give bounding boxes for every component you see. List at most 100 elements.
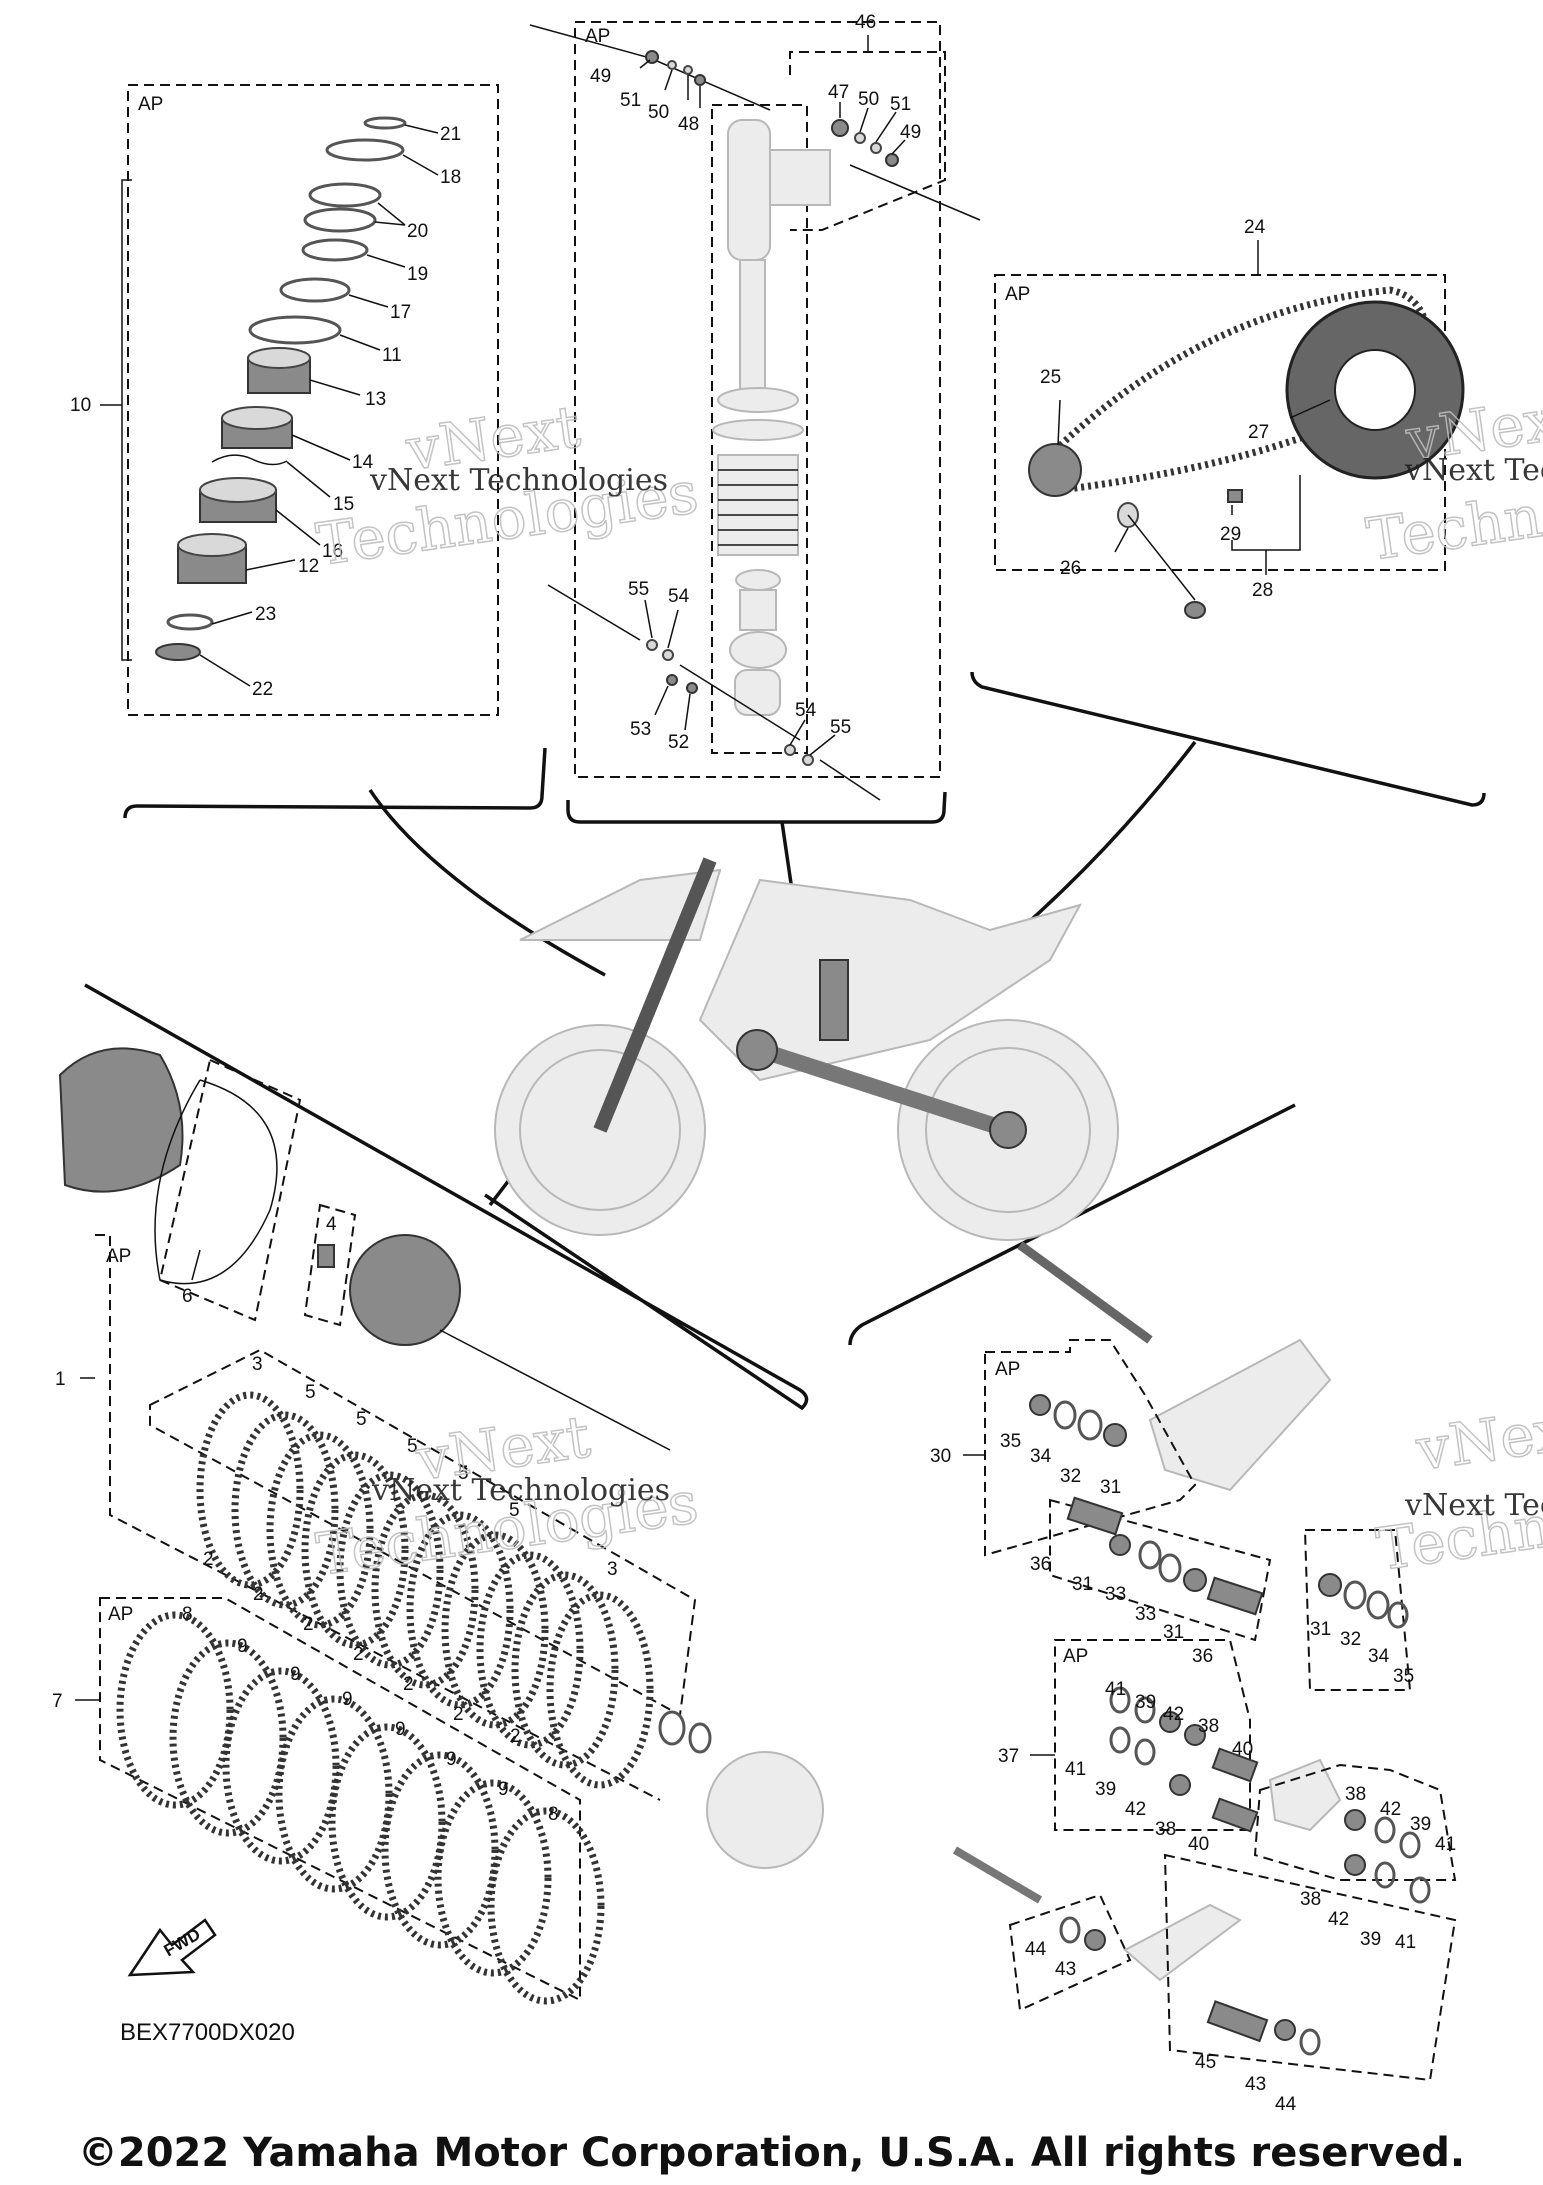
callout-52: 52 — [668, 732, 689, 753]
callout-50: 50 — [858, 89, 879, 110]
clutch-cover — [58, 1047, 184, 1193]
box-30 — [984, 1339, 1197, 1557]
callout-51: 51 — [890, 94, 911, 115]
callout-31: 31 — [1163, 1622, 1184, 1643]
callout-44: 44 — [1025, 1939, 1047, 1960]
callout-30: 30 — [930, 1446, 951, 1467]
callout-9: 9 — [446, 1749, 457, 1770]
callout-49: 49 — [900, 122, 921, 143]
part-51a — [667, 60, 677, 70]
watermark-text: vNext Technologies — [1404, 1488, 1543, 1523]
callout-2: 2 — [453, 1704, 464, 1725]
callout-25: 25 — [1040, 367, 1061, 388]
part-48 — [694, 74, 706, 86]
part-35b — [1387, 1601, 1409, 1629]
part-54b — [784, 744, 796, 756]
part-23 — [166, 613, 214, 631]
callout-40: 40 — [1188, 1834, 1209, 1855]
callout-54: 54 — [668, 586, 690, 607]
link-bolt — [952, 1846, 1043, 1904]
callout-22: 22 — [252, 679, 273, 700]
callout-2: 2 — [253, 1584, 264, 1605]
part-11 — [248, 315, 342, 345]
box-45 — [1163, 1853, 1457, 2082]
callout-43: 43 — [1245, 2074, 1266, 2095]
callout-26: 26 — [1060, 558, 1081, 579]
callout-46: 46 — [855, 12, 876, 33]
callout-6: 6 — [182, 1286, 193, 1307]
callout-54: 54 — [795, 700, 817, 721]
callout-40: 40 — [1232, 1739, 1253, 1760]
callout-20: 20 — [407, 221, 428, 242]
plates-box — [149, 1348, 697, 1717]
callout-1: 1 — [55, 1369, 66, 1390]
part-50a — [683, 65, 693, 75]
callout-18: 18 — [440, 167, 461, 188]
callout-29: 29 — [1220, 524, 1241, 545]
steering-bearing-box — [127, 84, 499, 716]
copyright-notice: ©2022 Yamaha Motor Corporation, U.S.A. A… — [77, 2130, 1466, 2176]
ap-label: AP — [995, 1359, 1020, 1380]
svg-text:Technologies: Technologies — [1372, 1463, 1543, 1584]
callout-33: 33 — [1135, 1604, 1156, 1625]
callout-9: 9 — [395, 1719, 406, 1740]
callout-27: 27 — [1248, 422, 1269, 443]
box-needle — [1049, 1498, 1272, 1642]
callout-2: 2 — [353, 1644, 364, 1665]
callout-13: 13 — [365, 389, 386, 410]
part-36a — [1066, 1496, 1124, 1536]
part-45 — [1206, 2000, 1269, 2043]
part-47 — [831, 119, 849, 137]
callout-28: 28 — [1252, 580, 1273, 601]
callout-9: 9 — [498, 1779, 509, 1800]
callout-36: 36 — [1030, 1554, 1051, 1575]
part-55b — [802, 754, 814, 766]
callout-42: 42 — [1380, 1799, 1401, 1820]
callout-38: 38 — [1345, 1784, 1366, 1805]
callout-35: 35 — [1393, 1666, 1414, 1687]
drive-chain-group: AP 24 25 27 26 29 28 — [994, 217, 1465, 619]
callout-12: 12 — [298, 556, 319, 577]
callout-11: 11 — [382, 345, 402, 366]
part-35 — [1029, 1394, 1051, 1416]
ap-label: AP — [106, 1246, 131, 1267]
callout-34: 34 — [1030, 1446, 1052, 1467]
shock-inner-box — [711, 104, 808, 754]
callout-43: 43 — [1055, 1959, 1076, 1980]
callout-2: 2 — [403, 1674, 414, 1695]
part-12 — [177, 533, 247, 584]
diagram-code: BEX7700DX020 — [120, 2019, 295, 2046]
watermark-text: vNext Technologies — [1404, 453, 1543, 488]
callout-42: 42 — [1125, 1799, 1146, 1820]
box-4 — [303, 1203, 357, 1327]
callout-39: 39 — [1360, 1929, 1381, 1950]
part-27 — [1285, 300, 1465, 480]
shock-absorber — [712, 119, 831, 716]
ap-label: AP — [1063, 1646, 1088, 1667]
part-25 — [1028, 443, 1082, 497]
pivot-shaft — [1017, 1241, 1153, 1344]
part-22 — [155, 643, 201, 661]
box-7 — [99, 1597, 581, 2002]
callout-55: 55 — [628, 579, 649, 600]
callout-3: 3 — [252, 1354, 263, 1375]
callout-5: 5 — [458, 1463, 469, 1484]
callout-41: 41 — [1065, 1759, 1086, 1780]
rear-shock-group: AP 46 — [529, 12, 981, 801]
callout-39: 39 — [1135, 1692, 1156, 1713]
callout-45: 45 — [1195, 2052, 1216, 2073]
swingarm-body — [1148, 1338, 1332, 1492]
box-46 — [789, 51, 946, 231]
callout-38: 38 — [1198, 1716, 1219, 1737]
callout-9: 9 — [237, 1636, 248, 1657]
clutch-plates-9 — [116, 1611, 605, 2005]
relay-arm — [1268, 1758, 1342, 1832]
front-fork — [593, 857, 717, 1133]
part-26-nut — [1184, 601, 1206, 619]
part-51b — [870, 142, 882, 154]
callout-50: 50 — [648, 102, 669, 123]
callout-49: 49 — [590, 66, 611, 87]
fwd-arrow-icon: FWD — [127, 1918, 217, 1977]
part-29 — [1227, 489, 1243, 503]
callout-39: 39 — [1095, 1779, 1116, 1800]
